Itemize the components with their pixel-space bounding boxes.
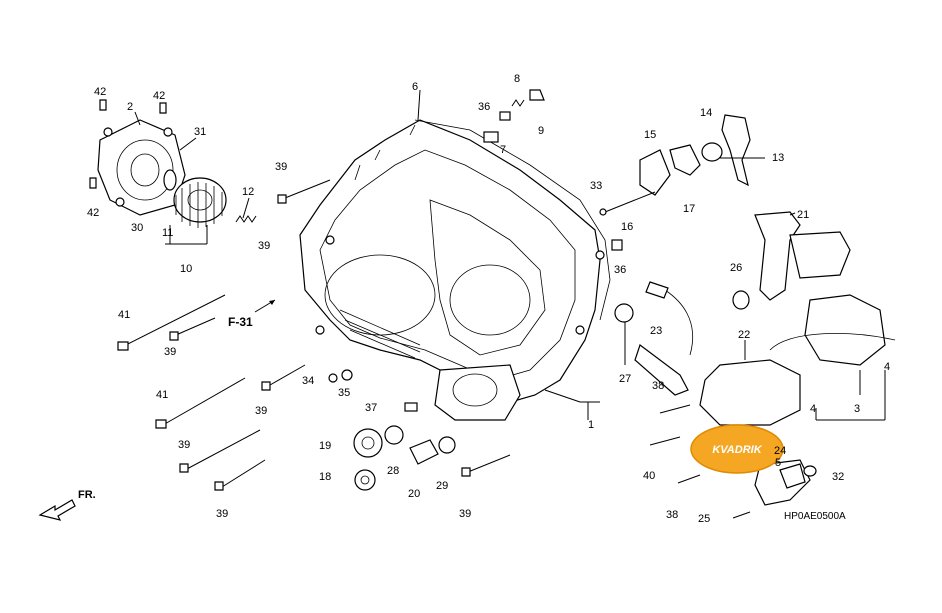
washer-34: [328, 373, 338, 383]
callout-15: 15: [644, 129, 656, 141]
bolts-42: [89, 99, 167, 189]
callout-9: 9: [538, 125, 544, 137]
callout-24: 24: [774, 445, 786, 457]
svg-text:KVADRIK: KVADRIK: [712, 444, 762, 456]
callout-14: 14: [700, 107, 712, 119]
section-reference: F-31: [228, 299, 276, 329]
oil-filter: [173, 177, 227, 228]
callout-42c: 42: [87, 207, 99, 219]
callout-37: 37: [365, 402, 377, 414]
callout-1: 1: [588, 419, 594, 431]
callout-6: 6: [412, 81, 418, 93]
washer-29: [438, 436, 456, 454]
callout-11: 11: [162, 227, 173, 239]
callout-41b: 41: [156, 389, 168, 401]
callout-31: 31: [194, 126, 206, 138]
callout-27: 27: [619, 373, 631, 385]
callout-18: 18: [319, 471, 331, 483]
callout-4b: 4: [884, 361, 890, 373]
callout-10: 10: [180, 263, 192, 275]
callout-39g: 39: [459, 508, 471, 520]
shift-arm-assembly: [599, 114, 751, 216]
seal-27: [614, 303, 634, 323]
callout-38b: 38: [666, 509, 678, 521]
svg-text:FR.: FR.: [78, 489, 96, 501]
callout-28: 28: [387, 465, 399, 477]
callout-labels: 1 2 3 4 4 5 6 7 8 9 10 11 12 13 14 15 16…: [87, 73, 890, 525]
callout-33: 33: [590, 180, 602, 192]
callout-12: 12: [242, 186, 254, 198]
bracket-20: [409, 439, 439, 465]
callout-36b: 36: [614, 264, 626, 276]
callout-29: 29: [436, 480, 448, 492]
front-direction-arrow: FR.: [38, 489, 96, 521]
callout-32: 32: [832, 471, 844, 483]
callout-8: 8: [514, 73, 520, 85]
callout-41a: 41: [118, 309, 130, 321]
callout-13: 13: [772, 152, 784, 164]
callout-39a: 39: [275, 161, 287, 173]
callout-34: 34: [302, 375, 314, 387]
callout-23: 23: [650, 325, 662, 337]
cover-gasket: [414, 119, 611, 321]
callout-5: 5: [775, 457, 781, 469]
starter-assembly: [634, 211, 896, 519]
leader-lines: [134, 89, 886, 421]
callout-20: 20: [408, 488, 420, 500]
spring-12: [235, 215, 257, 223]
callout-19: 19: [319, 440, 331, 452]
callout-39b: 39: [258, 240, 270, 252]
callout-39d: 39: [255, 405, 267, 417]
callout-38a: 38: [652, 380, 664, 392]
callout-26: 26: [730, 262, 742, 274]
gears: [353, 425, 404, 491]
dowel-37: [404, 402, 418, 412]
diagram-code: HP0AE0500A: [784, 511, 846, 522]
washer-35: [341, 369, 353, 381]
callout-4a: 4: [810, 403, 816, 415]
callout-16: 16: [621, 221, 633, 233]
callout-42b: 42: [153, 90, 165, 102]
o-ring-11: [163, 169, 177, 191]
callout-39f: 39: [216, 508, 228, 520]
callout-35: 35: [338, 387, 350, 399]
watermark-logo: KVADRIK: [690, 424, 784, 474]
callout-36a: 36: [478, 101, 490, 113]
callout-22: 22: [738, 329, 750, 341]
callout-2: 2: [127, 101, 133, 113]
crankcase-cover: [299, 119, 605, 421]
callout-7: 7: [500, 144, 506, 156]
svg-text:F-31: F-31: [228, 315, 253, 329]
callout-21: 21: [797, 209, 809, 221]
callout-40: 40: [643, 470, 655, 482]
callout-30: 30: [131, 222, 143, 234]
callout-42a: 42: [94, 86, 106, 98]
callout-17: 17: [683, 203, 695, 215]
callout-39c: 39: [164, 346, 176, 358]
callout-39e: 39: [178, 439, 190, 451]
oil-filter-cover: [97, 119, 186, 216]
callout-3: 3: [854, 403, 860, 415]
top-small-parts: [483, 89, 623, 251]
long-bolts: [117, 179, 511, 491]
callout-25: 25: [698, 513, 710, 525]
